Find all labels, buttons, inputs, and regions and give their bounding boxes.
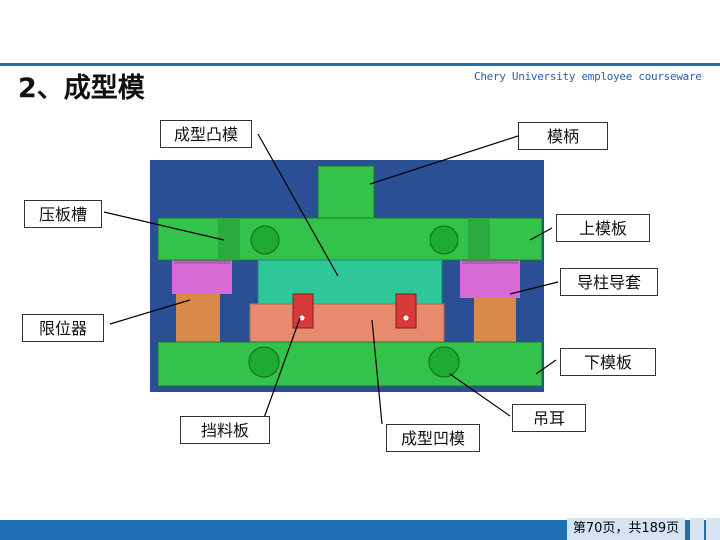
right-guide-sleeve bbox=[460, 258, 520, 298]
label-lifting-ear: 吊耳 bbox=[512, 404, 586, 432]
top-rule bbox=[0, 63, 720, 66]
label-lower-plate: 下模板 bbox=[560, 348, 656, 376]
lower-right-ear bbox=[428, 346, 460, 378]
footer-square bbox=[706, 518, 720, 540]
label-upper-plate: 上模板 bbox=[556, 214, 650, 242]
page-indicator: 第70页，共189页 bbox=[567, 518, 685, 540]
left-limiter-post bbox=[176, 290, 220, 342]
lower-plate bbox=[157, 341, 543, 387]
right-stopper bbox=[395, 293, 417, 329]
footer-square bbox=[690, 518, 704, 540]
label-forming-punch: 成型凸模 bbox=[160, 120, 252, 148]
right-clamp-slot bbox=[468, 218, 490, 260]
slide-title: 2、成型模 bbox=[18, 73, 145, 104]
right-guide-post bbox=[474, 296, 516, 342]
label-forming-die: 成型凹模 bbox=[386, 424, 480, 452]
upper-right-ear bbox=[429, 225, 459, 255]
label-shank: 模柄 bbox=[518, 122, 608, 150]
lower-left-ear bbox=[248, 346, 280, 378]
label-stopper-plate: 挡料板 bbox=[180, 416, 270, 444]
left-clamp-slot bbox=[218, 218, 240, 260]
course-watermark: Chery University employee courseware bbox=[474, 70, 702, 83]
upper-left-ear bbox=[250, 225, 280, 255]
label-clamp-slot: 压板槽 bbox=[24, 200, 102, 228]
label-limiter: 限位器 bbox=[22, 314, 104, 342]
footer-bar bbox=[0, 520, 720, 540]
label-guide-post-sleeve: 导柱导套 bbox=[560, 268, 658, 296]
leader-lines bbox=[103, 133, 559, 425]
shank bbox=[317, 165, 375, 223]
left-stopper bbox=[292, 293, 314, 329]
